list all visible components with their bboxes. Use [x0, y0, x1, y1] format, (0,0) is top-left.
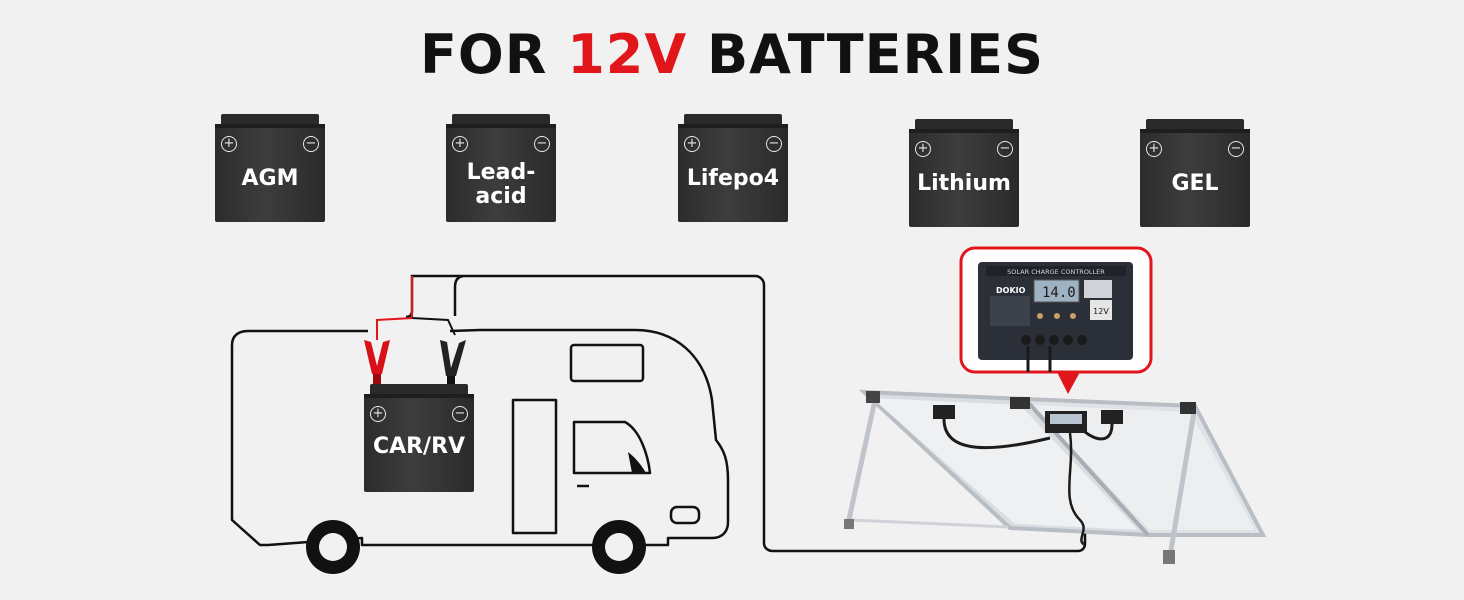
rv-outline [230, 328, 730, 547]
minus-terminal-icon: − [303, 136, 319, 152]
plus-terminal-icon: + [684, 136, 700, 152]
black-clamp-wire [411, 317, 456, 336]
red-clamp-wire [376, 276, 413, 340]
controller-callout: SOLAR CHARGE CONTROLLER DOKIO 14.0 12V [959, 246, 1153, 394]
title-prefix: FOR [420, 23, 568, 86]
battery-label: Lithium [917, 171, 1011, 196]
minus-terminal-icon: − [534, 136, 550, 152]
battery-car-rv: + − CAR/RV [364, 384, 474, 492]
battery-label: Lifepo4 [686, 166, 780, 191]
page-title: FOR 12V BATTERIES [0, 20, 1464, 90]
battery-lifepo4: + − Lifepo4 [678, 114, 788, 222]
controller-brand: DOKIO [996, 286, 1026, 295]
plus-terminal-icon: + [1146, 141, 1162, 157]
red-clamp-icon [364, 340, 390, 384]
battery-label-line1: Lead- [466, 160, 536, 185]
battery-lithium: + − Lithium [909, 119, 1019, 227]
minus-terminal-icon: − [997, 141, 1013, 157]
rv-window-shadow [628, 452, 646, 473]
plus-terminal-icon: + [221, 136, 237, 152]
solar-panel [844, 389, 1267, 564]
battery-gel: + − GEL [1140, 119, 1250, 227]
plus-terminal-icon: + [915, 141, 931, 157]
battery-label-line2: acid [475, 184, 527, 209]
plus-terminal-icon: + [370, 406, 386, 422]
controller-voltage: 12V [1093, 307, 1109, 316]
main-cable [405, 274, 1087, 553]
rv-wheels [306, 520, 646, 574]
minus-terminal-icon: − [1228, 141, 1244, 157]
minus-terminal-icon: − [766, 136, 782, 152]
controller-display: 14.0 [1042, 285, 1076, 301]
black-clamp-icon [440, 340, 466, 385]
minus-terminal-icon: − [452, 406, 468, 422]
title-suffix: BATTERIES [687, 23, 1044, 86]
battery-label: GEL [1171, 171, 1219, 196]
title-accent: 12V [567, 23, 688, 86]
battery-agm: + − AGM [215, 114, 325, 222]
battery-label: AGM [241, 166, 299, 191]
plus-terminal-icon: + [452, 136, 468, 152]
battery-label: CAR/RV [372, 434, 466, 459]
battery-lead-acid: + − Lead- acid [446, 114, 556, 222]
controller-header: SOLAR CHARGE CONTROLLER [1007, 268, 1105, 276]
